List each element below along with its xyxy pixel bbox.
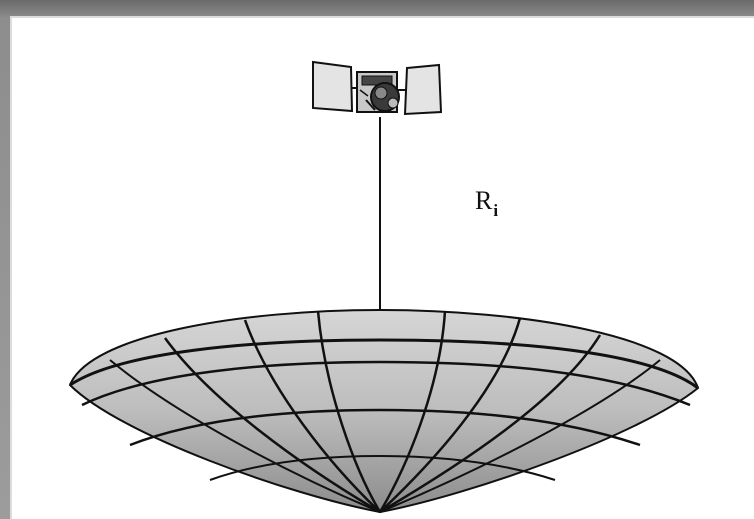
radius-label-main: R	[475, 186, 492, 215]
satellite-icon	[313, 62, 441, 114]
solar-panel-left	[313, 62, 352, 111]
solar-panel-right	[405, 65, 441, 114]
radius-label-subscript: i	[493, 201, 498, 220]
radius-label: Ri	[475, 186, 498, 216]
earth-surface-dish	[70, 310, 698, 512]
